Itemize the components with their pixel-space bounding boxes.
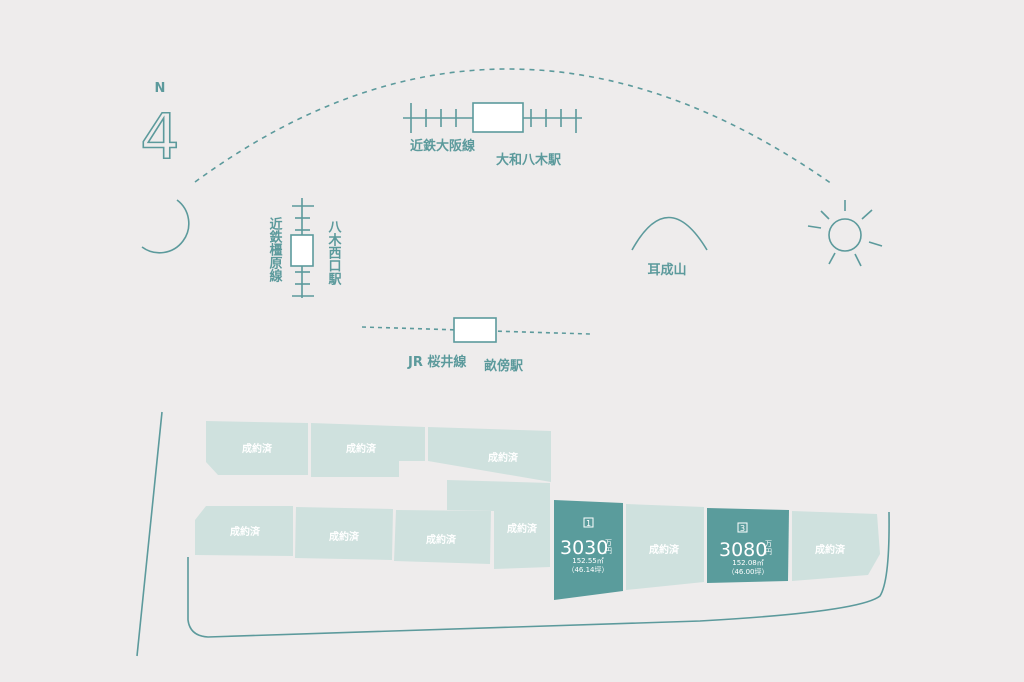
lot-3-number: 3 (740, 524, 745, 533)
lot-sold-g-label: 成約済 (507, 522, 538, 535)
yagi-nishiguchi-station-icon (290, 234, 314, 267)
mountain-icon (631, 216, 708, 251)
lot-sold-c[interactable]: 成約済 (428, 427, 551, 482)
lot-1-tsubo: （46.14坪） (567, 566, 608, 574)
compass-north-icon: 4 (139, 99, 180, 174)
road-boundary-left (136, 411, 163, 657)
compass-numeral: 4 (140, 100, 179, 173)
lot-sold-f[interactable]: 成約済 (394, 510, 491, 564)
lot-3-area: 152.08㎡ (732, 559, 764, 567)
yagi-nishiguchi-station-label: 八木西口駅 (326, 220, 343, 286)
kintetsu-osaka-line-label: 近鉄大阪線 (410, 138, 476, 154)
lot-sold-a[interactable]: 成約済 (206, 421, 308, 475)
lot-1-unit-bottom: 円 (605, 547, 612, 555)
lot-sold-b[interactable]: 成約済 (311, 423, 425, 477)
lot-sold-g[interactable]: 成約済 (447, 480, 550, 569)
mimiyama-label: 耳成山 (647, 262, 686, 278)
lot-sold-c-label: 成約済 (488, 451, 519, 464)
lot-sold-a-label: 成約済 (242, 442, 273, 455)
kintetsu-kashihara-line-label: 近鉄橿原線 (267, 216, 283, 283)
lot-sold-e[interactable]: 成約済 (295, 507, 393, 560)
lot-1-unit-top: 万 (605, 539, 612, 547)
lot-3-tsubo: （46.00坪） (727, 568, 768, 576)
yamato-yagi-station-icon (472, 102, 524, 133)
lot-sold-d[interactable]: 成約済 (195, 506, 293, 556)
lot-sold-b-label: 成約済 (346, 442, 377, 455)
lot-sold-i-label: 成約済 (815, 543, 846, 556)
yamato-yagi-station-label: 大和八木駅 (496, 152, 562, 168)
sun-path-arc (194, 68, 833, 185)
lot-sold-f-label: 成約済 (426, 533, 457, 546)
jr-sakurai-line-label: JR 桜井線 (407, 354, 467, 370)
lot-available-1[interactable]: 1 3030 万 円 152.55㎡ （46.14坪） (554, 500, 623, 600)
lot-sold-i[interactable]: 成約済 (792, 511, 880, 581)
compass-letter: N (155, 81, 166, 96)
lot-3-unit-bottom: 円 (765, 548, 772, 556)
unebi-station-icon (453, 317, 497, 343)
moon-icon (141, 199, 190, 254)
lot-1-number: 1 (586, 519, 591, 528)
road-boundary-bottom (187, 511, 890, 638)
lot-sold-h[interactable]: 成約済 (626, 504, 704, 590)
lot-sold-d-label: 成約済 (230, 525, 261, 538)
lot-sold-h-label: 成約済 (649, 543, 680, 556)
lot-3-unit-top: 万 (765, 540, 772, 548)
unebi-station-label: 畝傍駅 (484, 358, 524, 374)
jr-sakurai-line-track (361, 317, 591, 343)
kintetsu-osaka-line-track (403, 102, 582, 133)
lot-1-price: 3030 (560, 537, 608, 559)
lot-3-price: 3080 (719, 539, 767, 561)
sun-icon (807, 200, 883, 267)
lot-sold-e-label: 成約済 (329, 530, 360, 543)
lot-available-3[interactable]: 3 3080 万 円 152.08㎡ （46.00坪） (707, 508, 789, 583)
kintetsu-kashihara-line-track (290, 198, 314, 298)
lot-1-area: 152.55㎡ (572, 557, 604, 565)
